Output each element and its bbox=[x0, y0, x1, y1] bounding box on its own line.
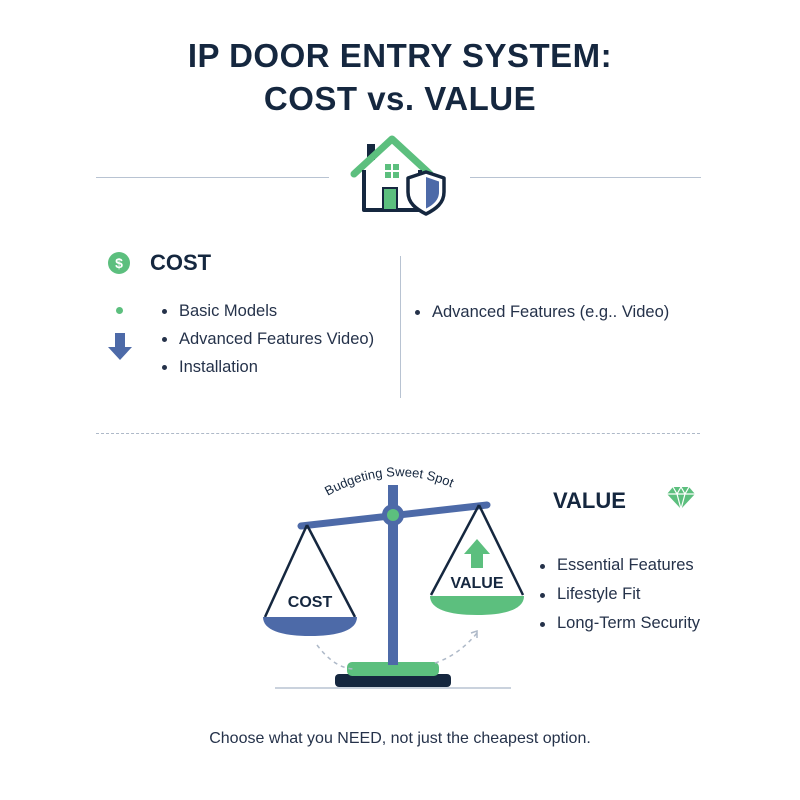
list-item: Installation bbox=[162, 353, 374, 381]
diamond-icon bbox=[666, 485, 696, 515]
list-item: Basic Models bbox=[162, 297, 374, 325]
dollar-circle-icon: $ bbox=[108, 252, 130, 274]
down-arrow-icon bbox=[107, 332, 133, 367]
value-heading: VALUE bbox=[553, 487, 626, 513]
cost-list: Basic Models Advanced Features Video) In… bbox=[162, 297, 374, 381]
house-shield-icon bbox=[348, 134, 448, 221]
title-line-1: IP DOOR ENTRY SYSTEM: bbox=[187, 37, 613, 74]
page-title: IP DOOR ENTRY SYSTEM: COST vs. VALUE bbox=[0, 34, 800, 120]
dashed-divider bbox=[96, 433, 700, 434]
title-line-2: COST vs. VALUE bbox=[263, 80, 537, 117]
advanced-features-list: Advanced Features (e.g.. Video) bbox=[415, 299, 669, 325]
green-dot-icon bbox=[116, 307, 123, 314]
right-divider bbox=[470, 177, 701, 178]
left-divider bbox=[96, 177, 329, 178]
cost-heading: COST bbox=[150, 250, 212, 275]
vertical-divider bbox=[400, 256, 401, 398]
footer-tagline: Choose what you NEED, not just the cheap… bbox=[209, 730, 591, 747]
list-item: Advanced Features Video) bbox=[162, 325, 374, 353]
value-list: Essential Features Lifestyle Fit Long-Te… bbox=[540, 551, 700, 638]
list-item: Essential Features bbox=[540, 551, 700, 580]
value-header: VALUE bbox=[553, 485, 696, 515]
balance-scale: Budgeting Sweet Spot COST VALUE bbox=[255, 455, 525, 700]
right-pan-label: VALUE bbox=[450, 575, 503, 592]
cost-header: $ COST bbox=[108, 250, 211, 276]
list-item: Long-Term Security bbox=[540, 609, 700, 638]
left-pan-label: COST bbox=[288, 594, 333, 611]
list-item: Advanced Features (e.g.. Video) bbox=[415, 299, 669, 325]
list-item: Lifestyle Fit bbox=[540, 580, 700, 609]
